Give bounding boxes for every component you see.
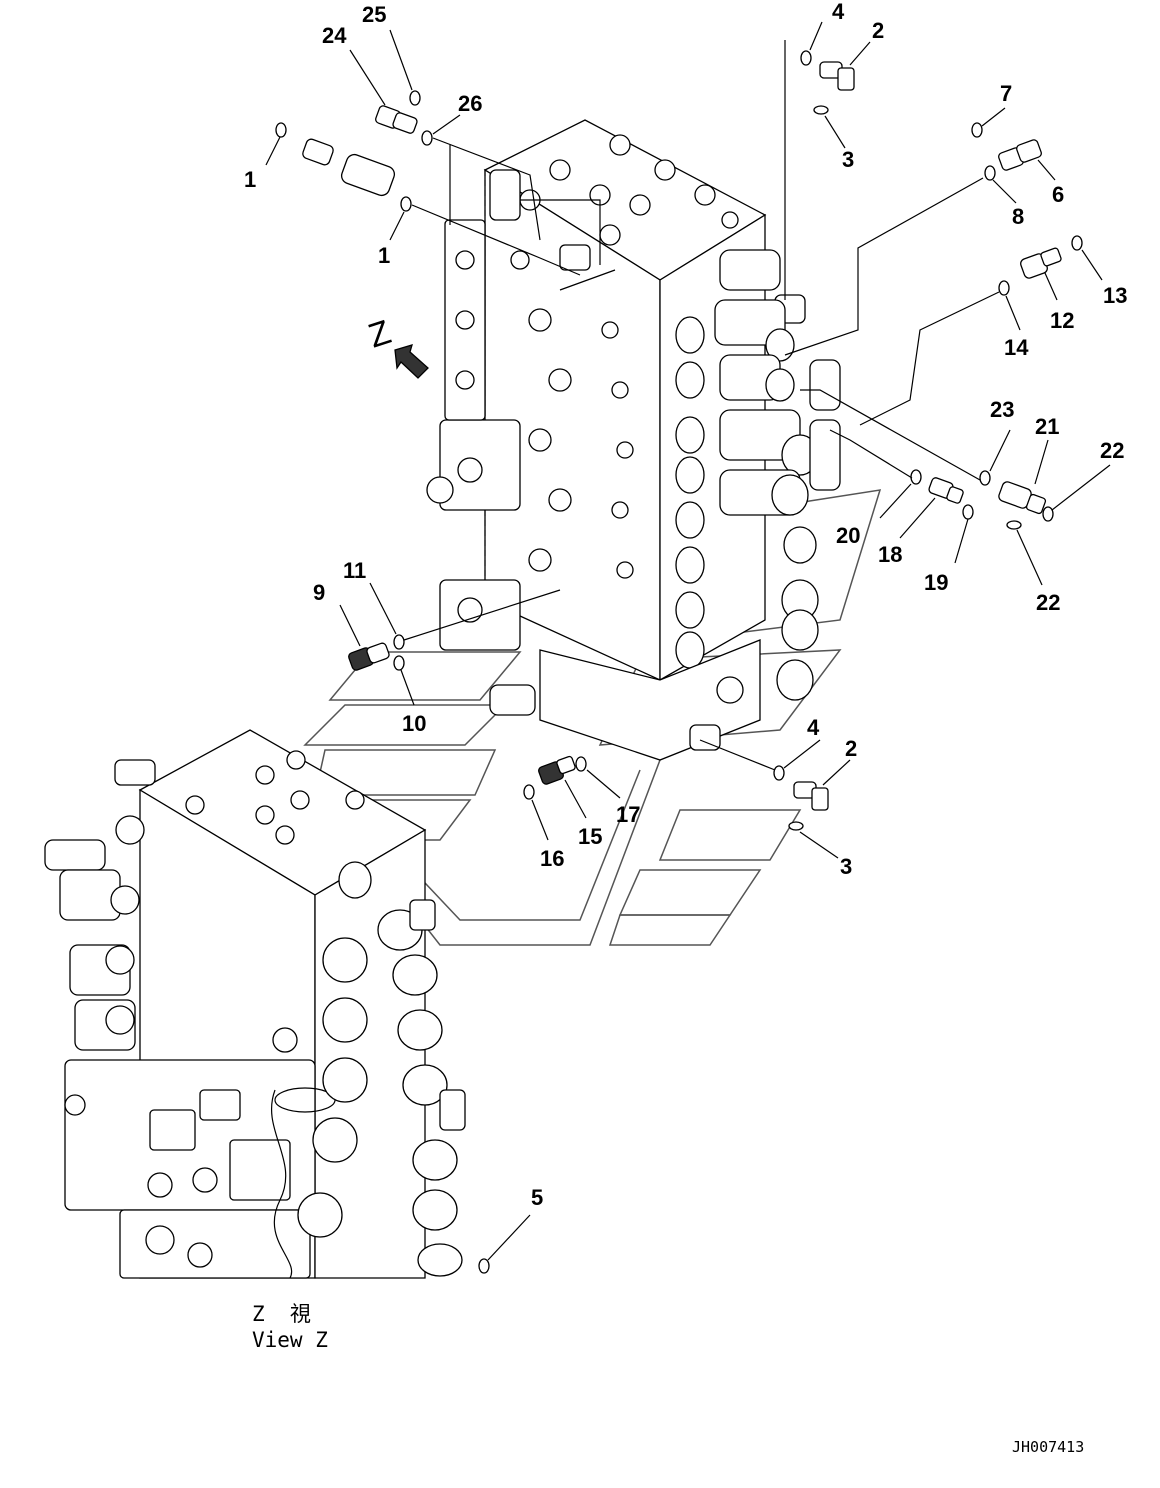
drawing-code: JH007413	[1012, 1438, 1085, 1456]
label-17: 17	[616, 802, 640, 827]
part-number-labels: 1 1 24 25 26 4 2 3 7 6 8 13 12 14 23 21 …	[244, 0, 1127, 1210]
main-control-valve	[426, 119, 841, 761]
label-3a: 3	[842, 147, 854, 172]
view-z-arrow: Z	[364, 313, 429, 379]
label-11: 11	[343, 558, 366, 583]
view-caption-en: View Z	[252, 1328, 328, 1352]
label-7: 7	[1000, 81, 1012, 106]
label-23: 23	[990, 397, 1014, 422]
label-2b: 2	[845, 736, 857, 761]
label-5: 5	[531, 1185, 543, 1210]
leader-lines	[265, 21, 1111, 1261]
label-1b: 1	[378, 243, 390, 268]
view-caption-jp: Z 視	[252, 1302, 311, 1326]
label-1a: 1	[244, 167, 256, 192]
label-8: 8	[1012, 204, 1024, 229]
label-26: 26	[458, 91, 482, 116]
label-15: 15	[578, 824, 602, 849]
label-22a: 22	[1100, 438, 1124, 463]
label-19: 19	[924, 570, 948, 595]
label-13: 13	[1103, 283, 1127, 308]
label-21: 21	[1035, 414, 1059, 439]
fittings	[302, 61, 1062, 811]
label-2a: 2	[872, 18, 884, 43]
view-arrow-icon	[394, 344, 429, 379]
label-4a: 4	[832, 0, 845, 24]
view-arrow-label: Z	[364, 313, 396, 356]
label-12: 12	[1050, 308, 1074, 333]
label-9: 9	[313, 580, 325, 605]
label-10: 10	[402, 711, 426, 736]
o-rings	[275, 50, 1083, 1274]
label-16: 16	[540, 846, 564, 871]
label-3b: 3	[840, 854, 852, 879]
label-20: 20	[836, 523, 860, 548]
label-18: 18	[878, 542, 902, 567]
label-22b: 22	[1036, 590, 1060, 615]
label-4b: 4	[807, 715, 820, 740]
view-z-valve	[44, 729, 466, 1279]
label-14: 14	[1004, 335, 1029, 360]
label-6: 6	[1052, 182, 1064, 207]
label-25: 25	[362, 2, 386, 27]
label-24: 24	[322, 23, 347, 48]
